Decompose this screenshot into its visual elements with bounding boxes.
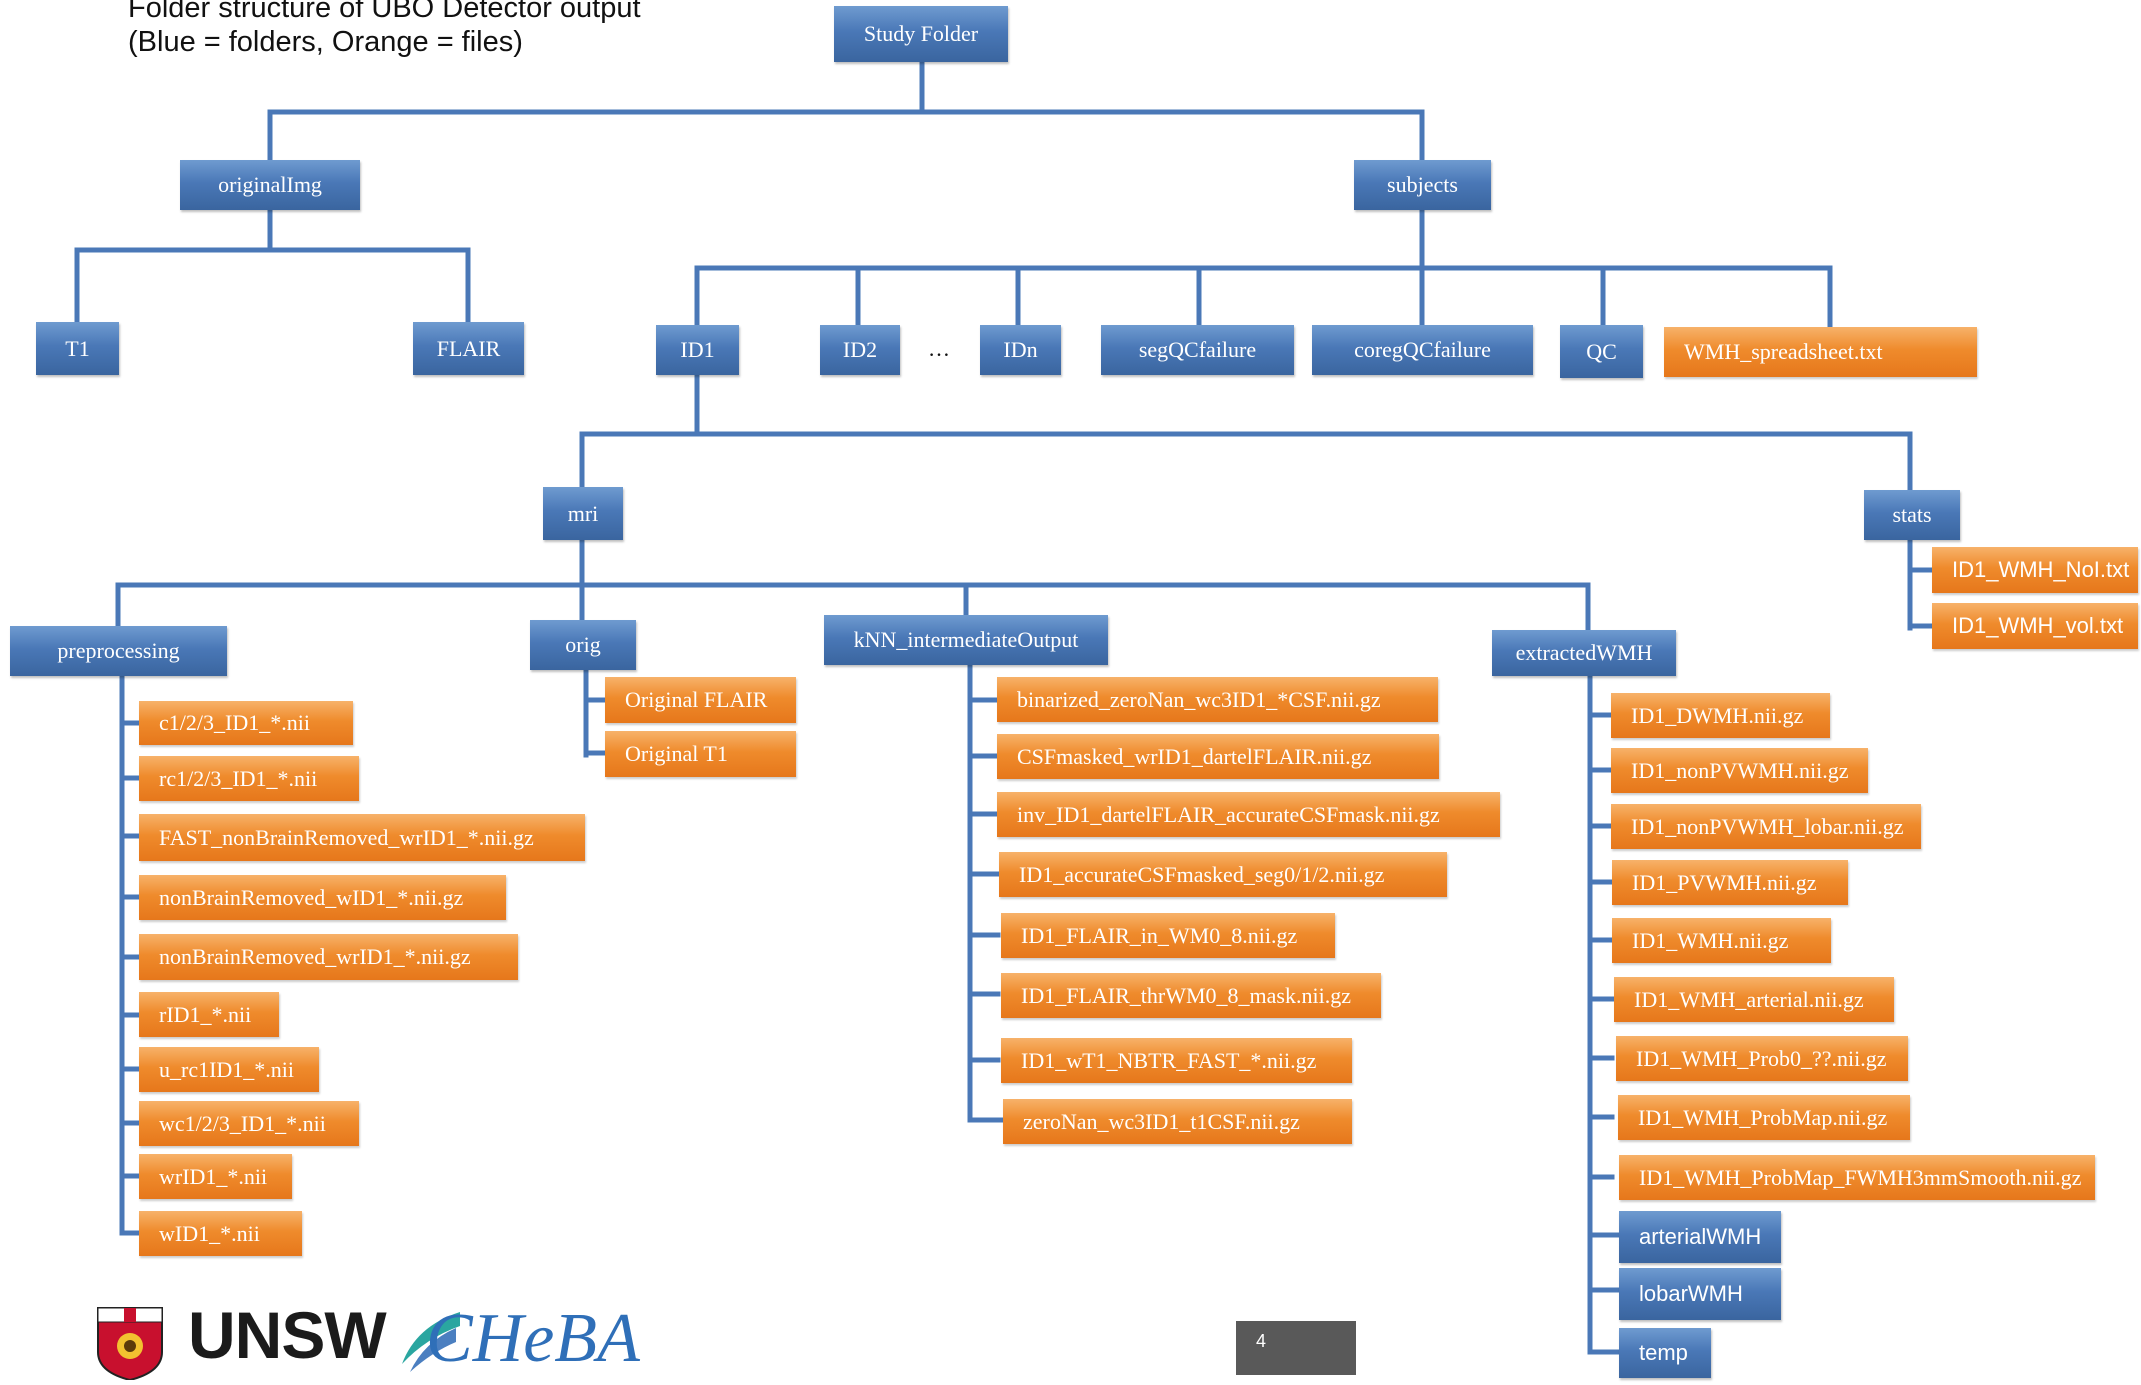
footer-logos: UNSW CHeBA (96, 1298, 676, 1382)
unsw-logo-text: UNSW (188, 1298, 387, 1372)
file-preprocessing[interactable]: wID1_*.nii (139, 1211, 302, 1256)
folder-study-folder[interactable]: Study Folder (834, 6, 1008, 62)
file-preprocessing[interactable]: rc1/2/3_ID1_*.nii (139, 756, 359, 801)
folder-orig[interactable]: orig (530, 620, 636, 670)
file-preprocessing[interactable]: nonBrainRemoved_wID1_*.nii.gz (139, 875, 506, 920)
file-preprocessing[interactable]: c1/2/3_ID1_*.nii (139, 701, 353, 745)
folder-flair[interactable]: FLAIR (413, 322, 524, 375)
file-extracted[interactable]: ID1_WMH_ProbMap_FWMH3mmSmooth.nii.gz (1619, 1155, 2095, 1200)
file-knn[interactable]: ID1_wT1_NBTR_FAST_*.nii.gz (1001, 1038, 1352, 1083)
folder-id1[interactable]: ID1 (656, 325, 739, 375)
file-knn[interactable]: CSFmasked_wrID1_dartelFLAIR.nii.gz (997, 734, 1439, 779)
folder-t1[interactable]: T1 (36, 322, 119, 375)
folder-qc[interactable]: QC (1560, 325, 1643, 378)
folder-idn[interactable]: IDn (980, 325, 1061, 375)
file-knn[interactable]: inv_ID1_dartelFLAIR_accurateCSFmask.nii.… (997, 792, 1500, 837)
file-knn[interactable]: binarized_zeroNan_wc3ID1_*CSF.nii.gz (997, 677, 1438, 722)
file-extracted[interactable]: ID1_nonPVWMH_lobar.nii.gz (1611, 804, 1921, 849)
file-preprocessing[interactable]: u_rc1ID1_*.nii (139, 1047, 319, 1092)
folder-coregqcfailure[interactable]: coregQCfailure (1312, 325, 1533, 375)
file-original-t1[interactable]: Original T1 (605, 731, 796, 777)
file-extracted[interactable]: ID1_nonPVWMH.nii.gz (1611, 748, 1868, 793)
file-extracted[interactable]: ID1_PVWMH.nii.gz (1612, 860, 1848, 905)
file-preprocessing[interactable]: wc1/2/3_ID1_*.nii (139, 1101, 359, 1146)
file-knn[interactable]: ID1_accurateCSFmasked_seg0/1/2.nii.gz (999, 852, 1447, 897)
file-preprocessing[interactable]: nonBrainRemoved_wrID1_*.nii.gz (139, 934, 518, 980)
file-knn[interactable]: ID1_FLAIR_in_WM0_8.nii.gz (1001, 913, 1335, 958)
file-stats-vol[interactable]: ID1_WMH_vol.txt (1932, 603, 2138, 649)
file-extracted[interactable]: ID1_WMH.nii.gz (1612, 918, 1831, 963)
folder-stats[interactable]: stats (1864, 490, 1960, 540)
folder-preprocessing[interactable]: preprocessing (10, 626, 227, 676)
file-extracted[interactable]: ID1_WMH_arterial.nii.gz (1614, 977, 1894, 1022)
page-number: 4 (1236, 1321, 1356, 1375)
file-preprocessing[interactable]: FAST_nonBrainRemoved_wrID1_*.nii.gz (139, 814, 585, 861)
folder-arterialwmh[interactable]: arterialWMH (1619, 1211, 1781, 1263)
folder-temp[interactable]: temp (1619, 1328, 1711, 1378)
file-extracted[interactable]: ID1_WMH_Prob0_??.nii.gz (1616, 1036, 1908, 1081)
folder-mri[interactable]: mri (543, 487, 623, 540)
folder-extractedwmh[interactable]: extractedWMH (1492, 630, 1676, 676)
file-preprocessing[interactable]: wrID1_*.nii (139, 1154, 292, 1199)
subjects-ellipsis: … (928, 336, 950, 361)
diagram-caption-line-2: (Blue = folders, Orange = files) (128, 26, 523, 58)
file-preprocessing[interactable]: rID1_*.nii (139, 992, 279, 1037)
cheba-swoosh-icon (402, 1312, 460, 1372)
file-original-flair[interactable]: Original FLAIR (605, 677, 796, 723)
cheba-logo-text: CHeBA (426, 1300, 640, 1377)
file-knn[interactable]: ID1_FLAIR_thrWM0_8_mask.nii.gz (1001, 973, 1381, 1018)
file-stats-noi[interactable]: ID1_WMH_NoI.txt (1932, 547, 2138, 593)
file-extracted[interactable]: ID1_WMH_ProbMap.nii.gz (1618, 1095, 1910, 1140)
file-extracted[interactable]: ID1_DWMH.nii.gz (1611, 693, 1830, 738)
file-wmh-spreadsheet[interactable]: WMH_spreadsheet.txt (1664, 327, 1977, 377)
file-knn[interactable]: zeroNan_wc3ID1_t1CSF.nii.gz (1003, 1099, 1352, 1144)
folder-originalimg[interactable]: originalImg (180, 160, 360, 210)
folder-lobarwmh[interactable]: lobarWMH (1619, 1268, 1781, 1320)
diagram-caption-line-1: Folder structure of UBO Detector output (128, 0, 641, 24)
folder-id2[interactable]: ID2 (820, 325, 900, 375)
folder-segqcfailure[interactable]: segQCfailure (1101, 325, 1294, 375)
folder-subjects[interactable]: subjects (1354, 160, 1491, 210)
folder-knn-intermediate-output[interactable]: kNN_intermediateOutput (824, 615, 1108, 665)
